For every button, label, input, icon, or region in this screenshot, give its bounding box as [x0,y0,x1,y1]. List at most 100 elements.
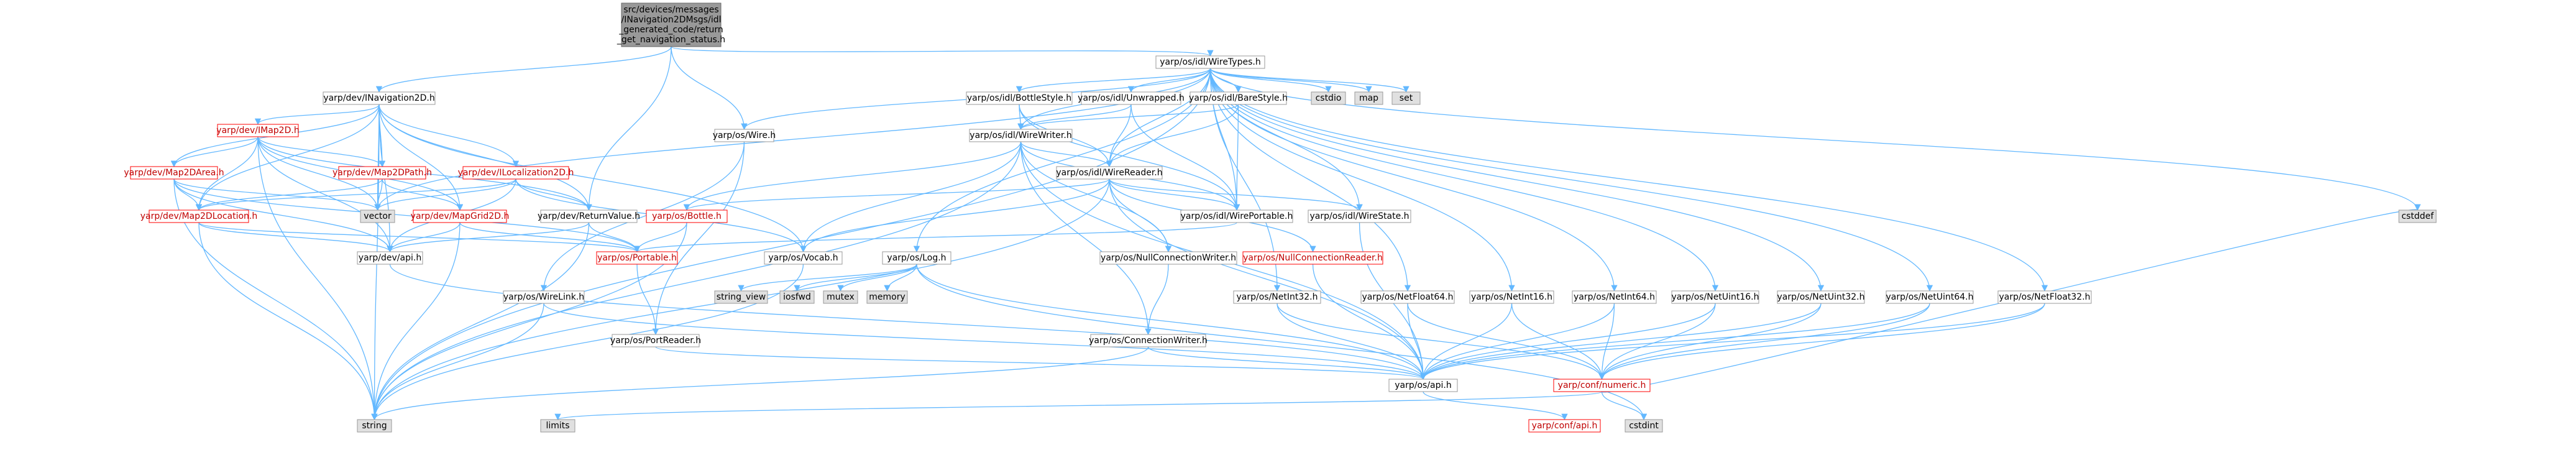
edge-iloc2d-to-retval [515,178,592,211]
edge-wirelink-to-string [371,303,544,421]
node-netuint16-box [1671,290,1759,304]
edge-inav2d-to-retval [378,104,592,211]
node-wireportable-box [1180,209,1293,223]
node-inav2d-label: yarp/dev/INavigation2D.h [323,93,434,103]
node-wireportable[interactable]: yarp/os/idl/WirePortable.h [1180,209,1293,223]
edge-map2dloc-to-devapi [198,222,393,253]
node-log[interactable]: yarp/os/Log.h [882,251,951,265]
node-wire[interactable]: yarp/os/Wire.h [713,129,776,142]
node-netuint32[interactable]: yarp/os/NetUint32.h [1777,290,1865,304]
edge-wirereader-to-nullconnwriter [1109,178,1172,253]
node-bottle[interactable]: yarp/os/Bottle.h [646,209,728,223]
edge-connwriter-to-string [371,346,1149,421]
edge-nullconnwriter-to-connwriter [1145,264,1169,336]
node-barestyle[interactable]: yarp/os/idl/BareStyle.h [1189,91,1288,105]
node-netfloat32-box [1997,290,2092,304]
node-connwriter[interactable]: yarp/os/ConnectionWriter.h [1089,334,1208,347]
edge-inav2d-to-imap2d [254,104,380,126]
edge-imap2d-to-devapi [257,136,393,253]
node-map2dloc[interactable]: yarp/dev/Map2DLocation.h [140,209,258,223]
node-portreader[interactable]: yarp/os/PortReader.h [610,334,701,347]
node-netfloat64[interactable]: yarp/os/NetFloat64.h [1360,290,1455,304]
node-imap2d[interactable]: yarp/dev/IMap2D.h [216,124,300,137]
edge-devapi-to-osapi [389,264,1427,380]
node-inav2d[interactable]: yarp/dev/INavigation2D.h [323,91,436,105]
node-wireportable-label: yarp/os/idl/WirePortable.h [1181,211,1293,221]
edge-unwrapped-to-wirewriter [1017,104,1132,131]
node-wiretypes[interactable]: yarp/os/idl/WireTypes.h [1155,55,1265,69]
edge-log-to-mutex [837,264,917,292]
node-portable-box [596,251,678,265]
edge-imap2d-to-string [257,136,378,421]
edge-log-to-string_view [738,264,917,292]
edge-wiretypes-to-netuint16 [1209,68,1719,292]
edge-log-to-iosfwd [794,264,917,292]
node-root[interactable]: src/devices/messages/INavigation2DMsgs/i… [616,2,725,47]
node-limits-label: limits [546,421,569,431]
node-retval-box [540,209,638,223]
node-mutex-label: mutex [827,292,855,302]
edge-wiretypes-to-netuint32 [1209,68,1825,292]
node-netint16[interactable]: yarp/os/NetInt16.h [1469,290,1554,304]
edge-netint32-to-confnumeric [1277,303,1605,380]
node-retval[interactable]: yarp/dev/ReturnValue.h [538,209,640,223]
edge-wiretypes-to-bottlestyle [1015,68,1211,93]
node-confnumeric-box [1553,379,1651,392]
node-wirereader[interactable]: yarp/os/idl/WireReader.h [1056,166,1163,180]
node-wirelink[interactable]: yarp/os/WireLink.h [503,290,585,304]
node-osapi[interactable]: yarp/os/api.h [1388,379,1458,392]
node-nullconnreader[interactable]: yarp/os/NullConnectionReader.h [1242,251,1383,265]
edge-retval-to-devapi [387,222,590,253]
edge-root-to-wiretypes [671,46,1214,57]
edge-wiretypes-to-netint64 [1209,68,1618,292]
edge-netuint64-to-confnumeric [1598,303,1930,380]
edge-wiretypes-to-cstdio [1209,68,1332,93]
node-devapi-box [357,251,423,265]
edge-mapgrid-to-string [371,222,461,421]
node-bottlestyle[interactable]: yarp/os/idl/BottleStyle.h [966,91,1073,105]
node-wiretypes-box [1155,55,1265,69]
node-netuint16[interactable]: yarp/os/NetUint16.h [1671,290,1759,304]
node-map2darea[interactable]: yarp/dev/Map2DArea.h [124,166,224,180]
node-netint64[interactable]: yarp/os/NetInt64.h [1572,290,1657,304]
edge-netfloat32-to-confnumeric [1598,303,2045,380]
edge-bottlestyle-to-wireportable [1019,104,1240,211]
node-wirereader-label: yarp/os/idl/WireReader.h [1056,168,1162,178]
node-confapi[interactable]: yarp/conf/api.h [1528,419,1601,433]
node-wirestate[interactable]: yarp/os/idl/WireState.h [1308,209,1411,223]
node-iloc2d[interactable]: yarp/dev/ILocalization2D.h [458,166,574,180]
node-netfloat64-label: yarp/os/NetFloat64.h [1362,292,1453,302]
edge-map2darea-to-vector [173,178,381,211]
node-map2dpath[interactable]: yarp/dev/Map2DPath.h [332,166,432,180]
node-netint32[interactable]: yarp/os/NetInt32.h [1233,290,1321,304]
node-vocab[interactable]: yarp/os/Vocab.h [764,251,843,265]
node-devapi[interactable]: yarp/dev/api.h [357,251,423,265]
edge-wirereader-to-vocab [800,178,1110,253]
node-portable[interactable]: yarp/os/Portable.h [596,251,678,265]
node-netfloat32[interactable]: yarp/os/NetFloat32.h [1997,290,2092,304]
node-netuint64[interactable]: yarp/os/NetUint64.h [1886,290,1974,304]
edge-retval-to-string [371,222,590,421]
node-mutex-box [823,290,858,304]
node-log-box [882,251,951,265]
node-limits: limits [540,419,575,433]
node-string: string [357,419,392,433]
node-map2dloc-box [149,209,249,223]
edge-netint64-to-confnumeric [1598,303,1615,380]
node-netuint64-label: yarp/os/NetUint64.h [1886,292,1973,302]
node-confnumeric[interactable]: yarp/conf/numeric.h [1553,379,1651,392]
node-nullconnwriter[interactable]: yarp/os/NullConnectionWriter.h [1099,251,1237,265]
node-netfloat64-box [1360,290,1455,304]
node-wirewriter[interactable]: yarp/os/idl/WireWriter.h [969,129,1073,142]
edge-netfloat64-to-osapi [1407,303,1427,380]
edge-inav2d-to-map2dloc [195,104,380,211]
edge-wirewriter-to-bottle [683,141,1022,211]
edge-inav2d-to-iloc2d [378,104,520,168]
node-string_view: string_view [714,290,768,304]
node-wire-label: yarp/os/Wire.h [713,131,776,140]
node-map-box [1354,91,1383,105]
edge-wirewriter-to-vocab [800,141,1022,253]
edge-map2dpath-to-mapgrid [382,178,464,211]
node-unwrapped[interactable]: yarp/os/idl/Unwrapped.h [1078,91,1185,105]
node-mapgrid[interactable]: yarp/dev/MapGrid2D.h [411,209,510,223]
